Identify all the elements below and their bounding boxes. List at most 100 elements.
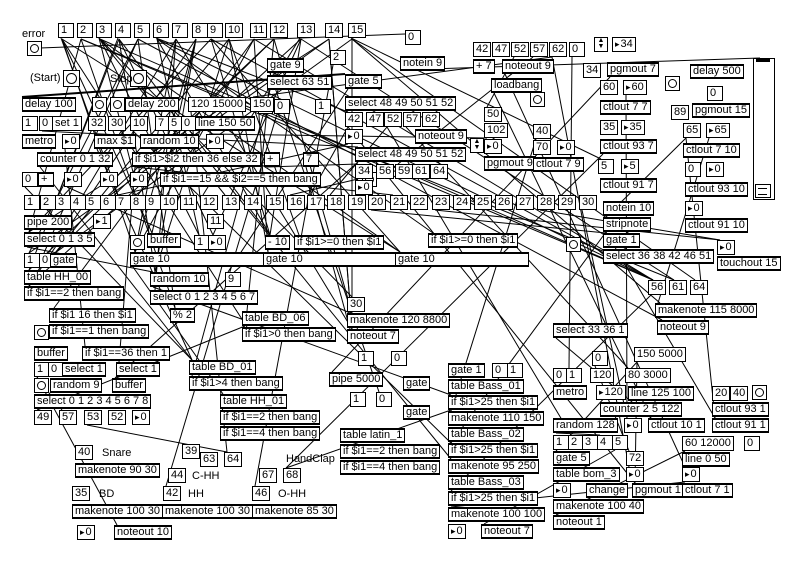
message-box[interactable]: 10 [130, 116, 149, 131]
object-box[interactable]: gate 1 [603, 233, 640, 248]
message-box[interactable]: 0 [592, 351, 608, 366]
message-box[interactable]: 63 [200, 452, 219, 467]
message-box[interactable]: 0 [39, 116, 55, 131]
message-box[interactable]: 65 [683, 123, 702, 138]
object-box[interactable]: delay 100 [22, 97, 76, 112]
message-box[interactable]: 35 [72, 486, 91, 501]
message-box[interactable]: 52 [384, 112, 403, 127]
message-box[interactable]: 4 [70, 195, 86, 210]
message-box[interactable]: 2 [568, 435, 584, 450]
message-box[interactable]: 120 [590, 368, 615, 383]
bang-button[interactable] [566, 237, 581, 252]
object-box[interactable]: if $i1>25 then $i1 [448, 491, 539, 506]
message-box[interactable]: 57 [530, 42, 549, 57]
object-box[interactable]: if $i1>=0 then $i1 [294, 235, 385, 250]
message-box[interactable]: 13 [297, 23, 316, 38]
object-box[interactable]: select 0 1 2 3 4 5 6 7 [150, 290, 259, 305]
message-box[interactable]: 47 [492, 42, 511, 57]
object-box[interactable]: max $1 [94, 134, 137, 149]
message-box[interactable]: 1 [350, 392, 366, 407]
object-box[interactable]: gate [403, 405, 431, 420]
object-box[interactable]: % 2 [170, 308, 195, 323]
bang-button[interactable] [63, 70, 80, 87]
bang-button[interactable] [92, 97, 107, 112]
message-box[interactable]: 40 [75, 445, 94, 460]
number-box[interactable]: 120 [596, 385, 626, 400]
number-box[interactable]: 0 [484, 139, 502, 154]
object-box[interactable]: buffer [112, 378, 146, 393]
message-box[interactable]: 20 [712, 386, 731, 401]
number-box[interactable]: 0 [208, 235, 226, 250]
bang-button[interactable] [665, 76, 680, 91]
vertical-slider[interactable] [753, 58, 775, 200]
message-box[interactable]: 1 [22, 116, 38, 131]
message-box[interactable]: 8 [192, 23, 208, 38]
message-box[interactable]: 40 [533, 124, 552, 139]
object-box[interactable]: delay 500 [690, 64, 744, 79]
number-box[interactable]: 0 [62, 134, 80, 149]
object-box[interactable]: random 10 [150, 272, 209, 287]
object-box[interactable]: ctlout 93 1 [712, 402, 769, 417]
object-box[interactable]: table bom_3 [553, 467, 620, 482]
object-box[interactable]: ctlout 7 9 [533, 157, 584, 172]
message-box[interactable]: 18 [327, 195, 346, 210]
message-box[interactable]: 6 [100, 195, 116, 210]
message-box[interactable]: 57 [403, 112, 422, 127]
message-box[interactable]: 5 [134, 23, 150, 38]
number-box[interactable]: 0 [557, 140, 575, 155]
number-box[interactable]: 34 [612, 37, 636, 52]
message-box[interactable]: 26 [495, 195, 514, 210]
message-box[interactable]: 64 [690, 280, 709, 295]
message-box[interactable]: 17 [307, 195, 326, 210]
object-box[interactable]: select 33 36 1 [553, 323, 628, 338]
message-box[interactable]: 3 [55, 195, 71, 210]
message-box[interactable]: 2 [77, 23, 93, 38]
object-box[interactable]: table HH_01 [220, 394, 288, 409]
object-box[interactable]: ctlout 10 1 [648, 418, 705, 433]
message-box[interactable]: 22 [410, 195, 429, 210]
number-box[interactable]: 0 [682, 467, 700, 482]
message-box[interactable]: 21 [390, 195, 409, 210]
object-box[interactable]: + [264, 152, 280, 167]
message-box[interactable]: 14 [244, 195, 263, 210]
message-box[interactable]: 5 [612, 435, 628, 450]
object-box[interactable]: if $i1 16 then $i1 [49, 308, 136, 323]
message-box[interactable]: 0 [376, 392, 392, 407]
object-box[interactable]: if $i1==15 && $i2==5 then bang [160, 172, 321, 187]
number-box[interactable]: 0 [22, 172, 38, 187]
object-box[interactable]: select 1 [62, 362, 106, 377]
message-box[interactable]: 52 [511, 42, 530, 57]
object-box[interactable]: notein 9 [400, 56, 446, 71]
object-box[interactable]: select 36 38 42 46 51 [603, 249, 715, 264]
message-box[interactable]: 3 [582, 435, 598, 450]
object-box[interactable]: makenote 100 30 [162, 504, 254, 519]
object-box[interactable]: makenote 110 150 [448, 411, 545, 426]
number-box[interactable]: 2 [330, 50, 346, 65]
object-box[interactable]: pipe 5000 [329, 372, 384, 387]
message-box[interactable]: 11 [207, 214, 225, 229]
message-box[interactable]: 1 [24, 195, 40, 210]
message-box[interactable]: 30 [579, 195, 598, 210]
object-box[interactable]: table Bass_03 [448, 475, 524, 490]
message-box[interactable]: 0 [707, 86, 723, 101]
message-box[interactable]: 12 [200, 195, 219, 210]
number-box[interactable]: 0 [706, 162, 724, 177]
number-box[interactable]: 0 [626, 467, 644, 482]
object-box[interactable]: + 7 [473, 59, 495, 74]
message-box[interactable]: 1 [58, 23, 74, 38]
message-box[interactable]: 13 [222, 195, 241, 210]
object-box[interactable]: select 63 51 [267, 75, 333, 90]
message-box[interactable]: 59 [395, 164, 414, 179]
message-box[interactable]: 40 [730, 386, 749, 401]
message-box[interactable]: 1 [358, 351, 374, 366]
object-box[interactable]: pgmout 15 [692, 103, 750, 118]
object-box[interactable]: table HH_00 [24, 270, 92, 285]
bang-button[interactable] [130, 70, 147, 87]
object-box[interactable]: select 48 49 50 51 52 [355, 147, 467, 162]
message-box[interactable]: 0 [553, 368, 569, 383]
object-box[interactable]: ctlout 91 1 [712, 418, 769, 433]
number-box[interactable]: 0 [77, 525, 95, 540]
object-box[interactable]: select 0 1 2 3 4 5 6 7 8 [34, 394, 152, 409]
message-box[interactable]: 5 [85, 195, 101, 210]
